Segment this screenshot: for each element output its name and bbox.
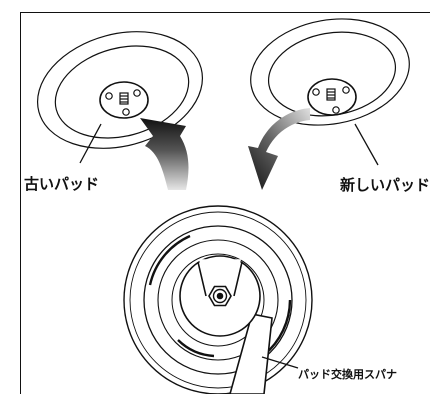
attach-arrow-icon	[248, 108, 310, 190]
frame-border	[20, 12, 430, 394]
new-pad	[250, 18, 410, 126]
remove-arrow-icon	[140, 118, 189, 190]
old-pad-label: 古いパッド	[24, 175, 99, 193]
old-pad	[36, 31, 204, 149]
spanner-icon	[179, 255, 273, 394]
new-pad-leader	[354, 123, 379, 166]
wrench-leader	[261, 356, 299, 369]
old-pad-leader	[79, 123, 102, 164]
wrench-label: パッド交換用スパナ	[298, 367, 397, 381]
new-pad-label: 新しいパッド	[340, 176, 430, 194]
